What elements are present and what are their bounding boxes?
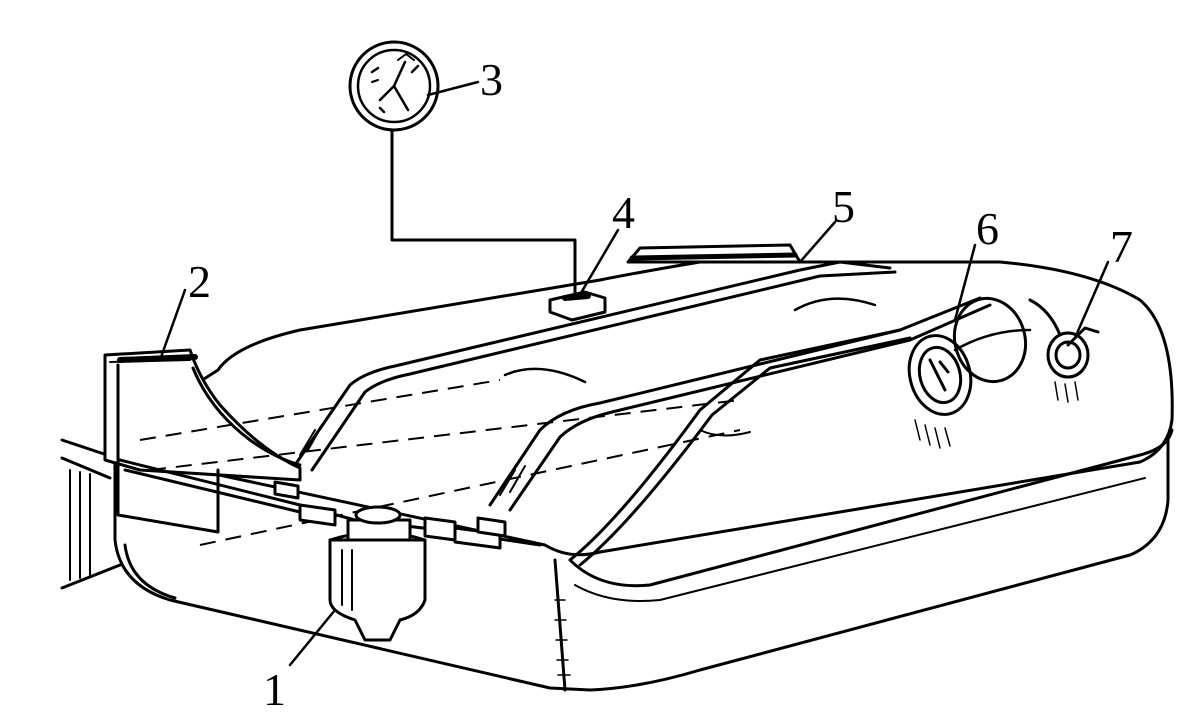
- callout-6: 6: [976, 203, 999, 254]
- fuel-tank-body: [113, 260, 1174, 692]
- fuel-filter: [273, 480, 507, 642]
- vent-cap: [1028, 298, 1100, 403]
- leader-lines: [158, 80, 1110, 667]
- callout-3: 3: [480, 54, 503, 105]
- callout-5: 5: [832, 181, 855, 232]
- fuel-level-sender: [548, 290, 607, 322]
- filler-neck: [907, 296, 1032, 449]
- rear-bracket: [626, 243, 802, 264]
- callout-1: 1: [263, 664, 286, 715]
- hidden-fuel-lines: [139, 379, 741, 546]
- mounting-straps: [293, 260, 992, 512]
- fuel-gauge: [348, 40, 440, 132]
- callout-7: 7: [1110, 221, 1133, 272]
- gauge-wire: [390, 128, 577, 297]
- mounting-bracket: [103, 348, 302, 534]
- callout-4: 4: [612, 187, 635, 238]
- callout-2: 2: [188, 256, 211, 307]
